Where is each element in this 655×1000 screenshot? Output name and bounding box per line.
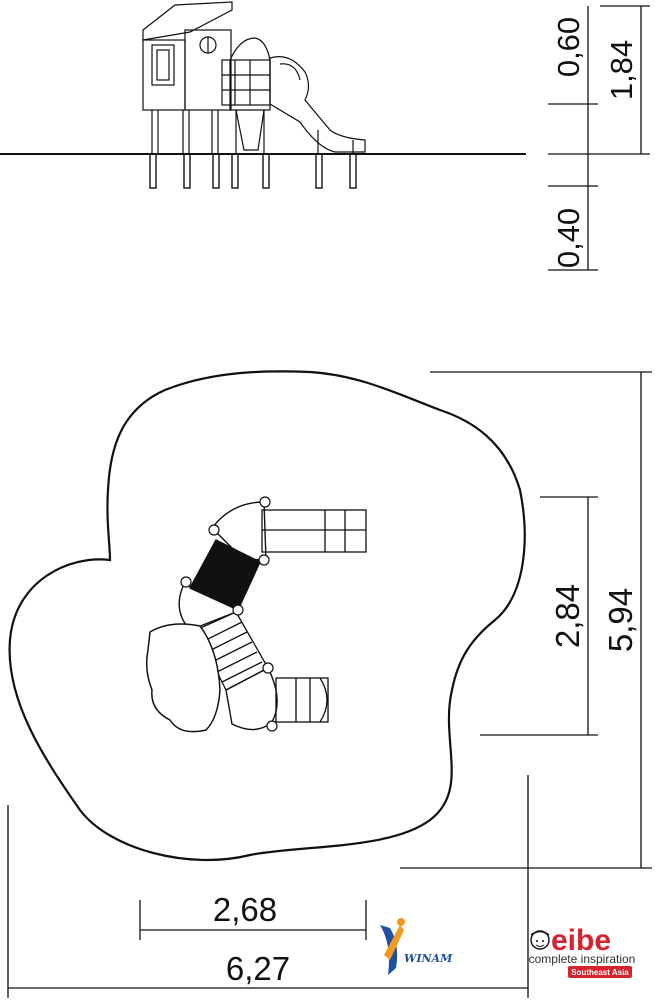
eibe-region-label: Southeast Asia (571, 968, 629, 977)
safety-zone-outline (8, 370, 526, 862)
slide-profile (269, 56, 366, 154)
tower-house (142, 1, 233, 154)
dim-total-width: 6,27 (226, 950, 290, 987)
winam-wordmark: WINAM (404, 952, 453, 965)
eibe-tagline: complete inspiration (529, 952, 636, 966)
dim-elevation-height: 1,84 (604, 40, 639, 100)
plan-slide-lower (275, 677, 329, 723)
dim-structure-width: 2,68 (213, 891, 277, 928)
eibe-face-icon (530, 930, 550, 950)
plan-view (8, 370, 526, 862)
winam-logo: WINAM (380, 918, 453, 975)
plan-roof (145, 623, 221, 733)
ladder-section (221, 37, 271, 154)
dim-structure-depth: 2,84 (549, 584, 586, 648)
foundation-posts (149, 153, 357, 189)
plan-slide-upper (261, 509, 367, 553)
eibe-region-badge (568, 966, 632, 978)
plan-post-caps (180, 496, 278, 732)
plan-net-bridge (189, 539, 261, 611)
elevation-dimensions (548, 5, 650, 271)
eibe-wordmark: eibe (551, 924, 611, 957)
dim-total-depth: 5,94 (602, 588, 639, 652)
side-elevation (0, 1, 526, 189)
plan-platform-lower (225, 667, 278, 731)
plan-dimensions (7, 371, 652, 998)
dim-foundation-depth: 0,40 (551, 208, 586, 268)
dim-platform-height: 0,60 (551, 17, 586, 77)
eibe-logo: eibe complete inspiration Southeast Asia (529, 924, 636, 978)
